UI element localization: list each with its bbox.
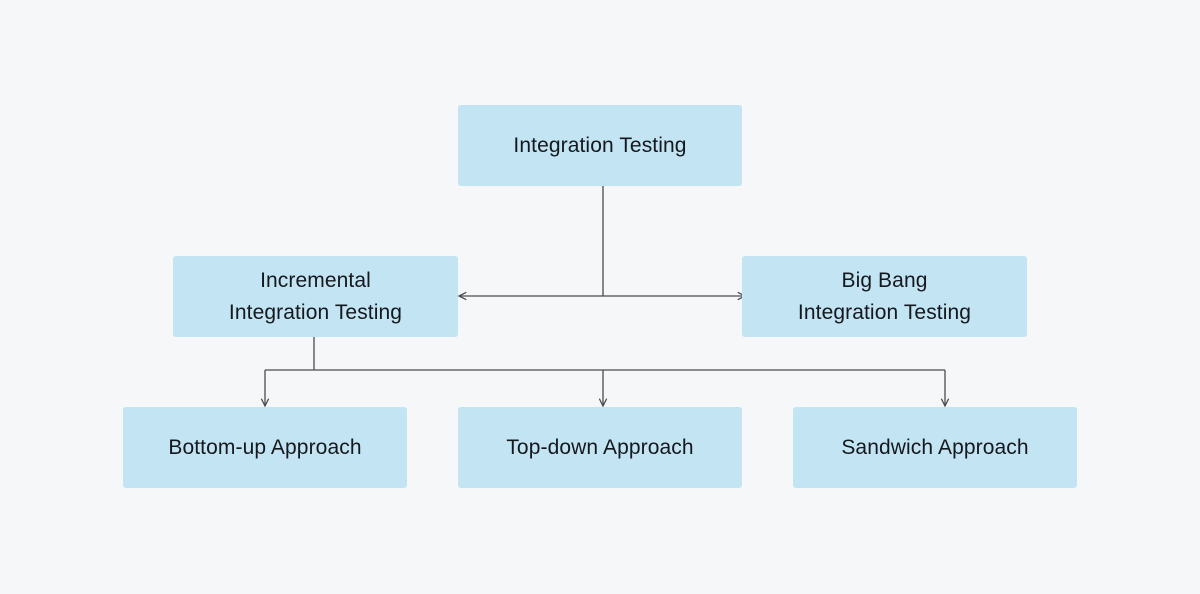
node-bottom-up-approach: Bottom-up Approach <box>123 407 407 488</box>
node-sandwich-approach: Sandwich Approach <box>793 407 1077 488</box>
node-incremental-integration-testing: Incremental Integration Testing <box>173 256 458 337</box>
node-top-down-approach: Top-down Approach <box>458 407 742 488</box>
node-label: Integration Testing <box>513 133 687 157</box>
node-integration-testing: Integration Testing <box>458 105 742 186</box>
node-label: Sandwich Approach <box>841 435 1029 459</box>
node-label: Bottom-up Approach <box>168 435 362 459</box>
node-big-bang-integration-testing: Big Bang Integration Testing <box>742 256 1027 337</box>
node-label: Incremental Integration Testing <box>228 268 403 324</box>
node-label: Big Bang Integration Testing <box>797 268 972 324</box>
node-label: Top-down Approach <box>506 435 694 459</box>
